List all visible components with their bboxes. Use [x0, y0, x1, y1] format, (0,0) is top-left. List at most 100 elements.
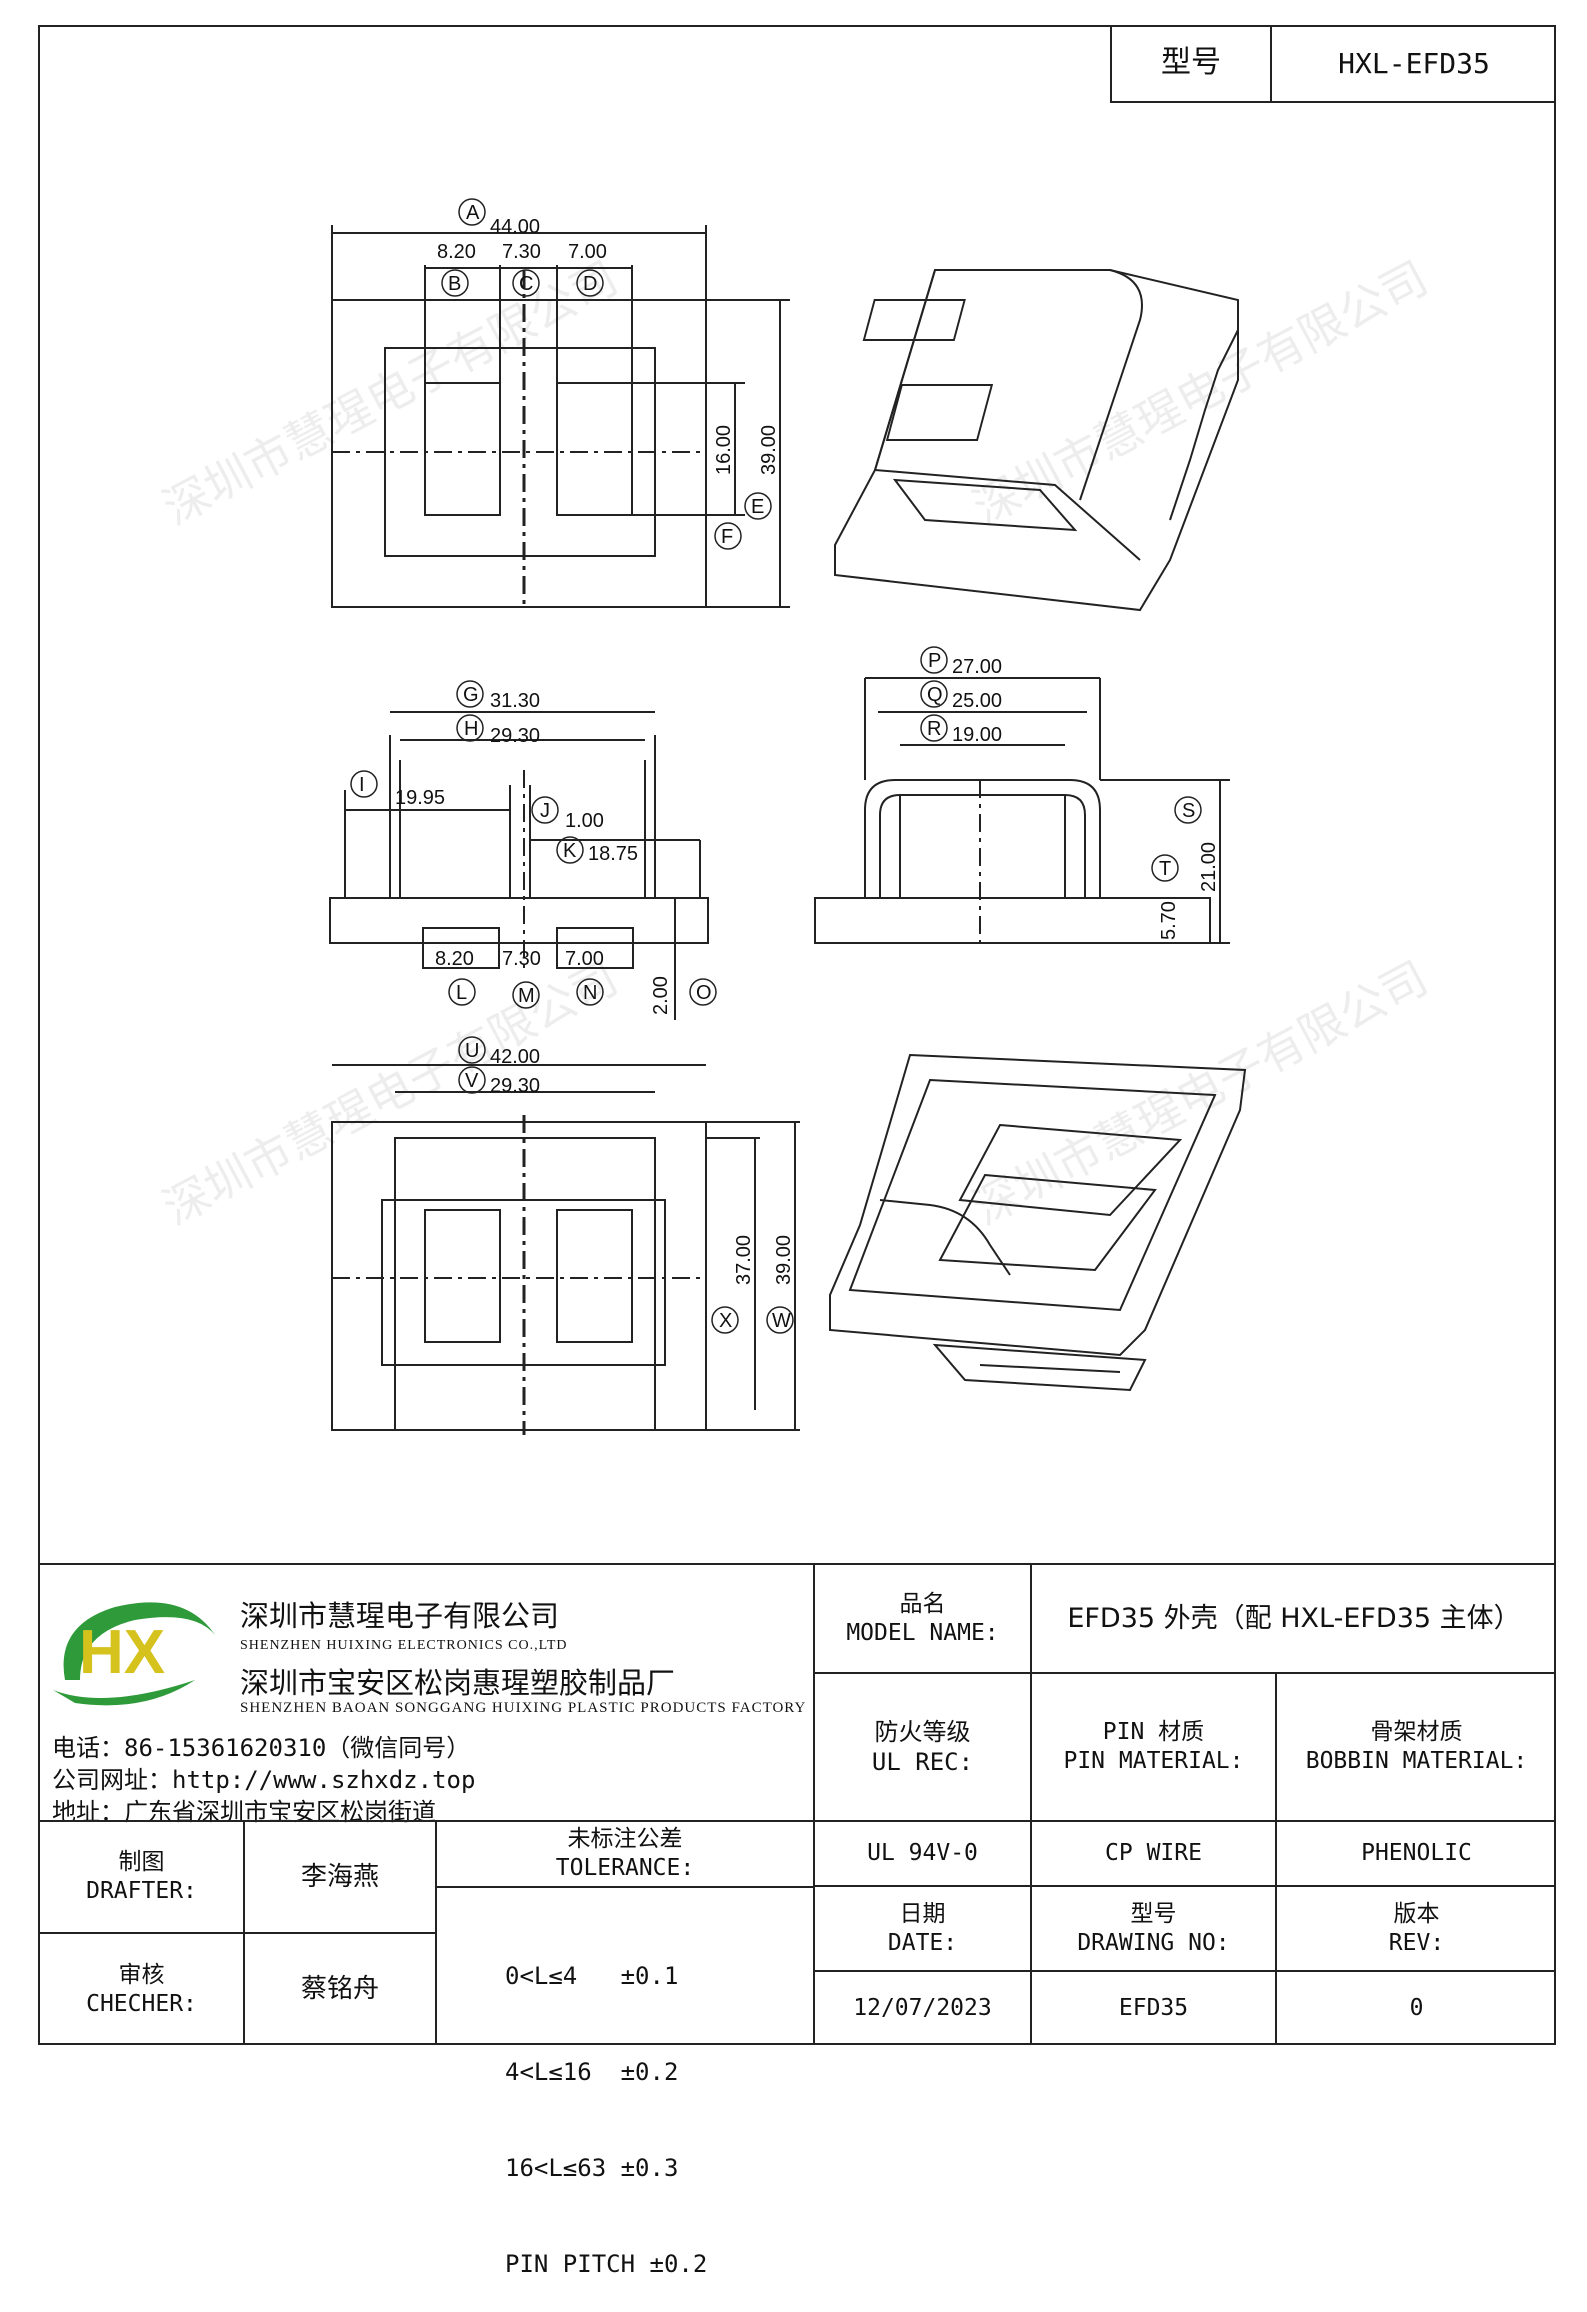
dim-g: 31.30 [490, 690, 540, 712]
dim-letter-b: B [448, 273, 461, 295]
tolerance-list: 0<L≤4 ±0.1 4<L≤16 ±0.2 16<L≤63 ±0.3 PIN … [505, 1896, 805, 2312]
grid-line [813, 1563, 815, 2045]
grid-line [813, 1672, 1556, 1674]
checker-header: 审核 CHECHER: [40, 1934, 243, 2045]
dim-letter-v: V [465, 1070, 479, 1092]
drawing-no-value: EFD35 [1118, 1995, 1189, 2022]
grid-line [1030, 1563, 1032, 2045]
tolerance-item: PIN PITCH ±0.2 [505, 2250, 708, 2278]
grid-line [813, 1970, 1556, 1972]
dim-e: 39.00 [758, 425, 780, 475]
dim-letter-g: G [463, 684, 479, 706]
tolerance-item: 0<L≤4 ±0.1 [505, 1962, 679, 1990]
dim-f: 16.00 [713, 425, 735, 475]
rev-value: 0 [1409, 1995, 1424, 2022]
dim-letter-h: H [464, 718, 478, 740]
dim-o: 2.00 [650, 976, 672, 1015]
top-view-labels: A 44.00 B 8.20 C 7.30 D 7.00 E 39.00 F 1… [437, 198, 780, 550]
dim-m: 7.30 [502, 948, 541, 970]
pin-material-value: CP WIRE [1105, 1840, 1202, 1867]
grid-line [1275, 1672, 1277, 2045]
rev-header: 版本 REV: [1277, 1887, 1556, 1970]
dim-letter-x: X [719, 1310, 732, 1332]
company-website: 公司网址：http://www.szhxdz.top [52, 1766, 476, 1794]
grid-line [435, 1820, 437, 2045]
date-header: 日期 DATE: [815, 1887, 1030, 1970]
bobbin-material-header: 骨架材质 BOBBIN MATERIAL: [1277, 1674, 1556, 1820]
company-logo: HX [45, 1585, 225, 1715]
dim-letter-u: U [465, 1040, 479, 1062]
dim-j: 1.00 [565, 810, 604, 832]
bottom-view-labels: U 42.00 V 29.30 W 39.00 X 37.00 [458, 1036, 795, 1334]
bobbin-material-en: BOBBIN MATERIAL: [1305, 1748, 1528, 1774]
company-name-cn-2: 深圳市宝安区松岗惠瑆塑胶制品厂 [240, 1666, 676, 1700]
isometric-top-view [834, 269, 1239, 612]
bobbin-material-value: PHENOLIC [1361, 1840, 1472, 1867]
drafter-header: 制图 DRAFTER: [40, 1822, 243, 1932]
pin-material-header: PIN 材质 PIN MATERIAL: [1032, 1674, 1275, 1820]
model-box: 型号 HXL-EFD35 [1110, 25, 1556, 103]
pin-material-cn: PIN 材质 [1102, 1719, 1205, 1746]
checker-en: CHECHER: [86, 1990, 197, 2017]
grid-line [813, 1885, 1556, 1887]
dim-u: 42.00 [490, 1046, 540, 1068]
drawing-no-en: DRAWING NO: [1077, 1929, 1230, 1956]
front-view [814, 677, 1230, 944]
dim-letter-s: S [1182, 800, 1195, 822]
drafter-en: DRAFTER: [86, 1878, 197, 1904]
dim-x: 37.00 [733, 1235, 755, 1285]
dim-p: 27.00 [952, 656, 1002, 678]
ul-rec-value: UL 94V-0 [867, 1840, 978, 1867]
pin-material-en: PIN MATERIAL: [1063, 1748, 1244, 1774]
model-box-label: 型号 [1112, 25, 1272, 101]
front-view-labels: P 27.00 Q 25.00 R 19.00 S T 21.00 5.70 [920, 646, 1220, 940]
drafter-value: 李海燕 [300, 1861, 379, 1892]
isometric-bottom-view [829, 1053, 1247, 1392]
dim-h: 29.30 [490, 725, 540, 747]
checker-cn: 审核 [118, 1961, 165, 1988]
dim-letter-l: L [456, 982, 467, 1004]
dim-k: 18.75 [588, 843, 638, 865]
model-name-cn: 品名 [899, 1590, 946, 1617]
dim-letter-d: D [583, 273, 597, 295]
grid-line [435, 1886, 813, 1888]
dim-letter-r: R [927, 718, 941, 740]
drafter-cn: 制图 [118, 1849, 165, 1876]
dim-b: 8.20 [437, 241, 476, 263]
checker-value: 蔡铭舟 [300, 1974, 379, 2005]
drawing-no-cn: 型号 [1130, 1900, 1177, 1927]
bobbin-material-cn: 骨架材质 [1370, 1719, 1463, 1746]
drawing-frame [38, 25, 1556, 2045]
dim-letter-w: W [772, 1310, 791, 1332]
tolerance-item: 16<L≤63 ±0.3 [505, 2154, 679, 2182]
logo-text: HX [79, 1618, 165, 1687]
top-view [331, 225, 790, 610]
tolerance-en: TOLERANCE: [555, 1855, 695, 1881]
bottom-view [331, 1064, 800, 1435]
date-value: 12/07/2023 [853, 1995, 992, 2022]
dim-a: 44.00 [490, 216, 540, 238]
dim-letter-m: M [518, 985, 535, 1007]
dim-v: 29.30 [490, 1075, 540, 1097]
date-cn: 日期 [899, 1900, 946, 1927]
dim-i: 19.95 [395, 787, 445, 809]
title-block-top-border [38, 1563, 1556, 1565]
side-view-labels: G 31.30 H 29.30 I 19.95 J 1.00 K 18.75 8… [350, 680, 717, 1015]
ul-rec-header: 防火等级 UL REC: [815, 1674, 1030, 1820]
ul-rec-cn: 防火等级 [874, 1718, 971, 1746]
dim-letter-e: E [751, 496, 764, 518]
company-name-en-1: SHENZHEN HUIXING ELECTRONICS CO.,LTD [240, 1638, 568, 1653]
tolerance-cn: 未标注公差 [567, 1826, 683, 1853]
company-name-cn-1: 深圳市慧瑆电子有限公司 [240, 1599, 560, 1633]
dim-letter-i: I [359, 774, 365, 796]
rev-cn: 版本 [1393, 1900, 1440, 1927]
dim-r: 19.00 [952, 724, 1002, 746]
dim-c: 7.30 [502, 241, 541, 263]
rev-en: REV: [1388, 1929, 1445, 1956]
grid-line [243, 1820, 245, 2045]
ul-rec-en: UL REC: [871, 1748, 974, 1776]
dim-n: 7.00 [565, 948, 604, 970]
dim-l: 8.20 [435, 948, 474, 970]
dim-letter-a: A [466, 202, 480, 224]
dim-letter-n: N [583, 982, 597, 1004]
